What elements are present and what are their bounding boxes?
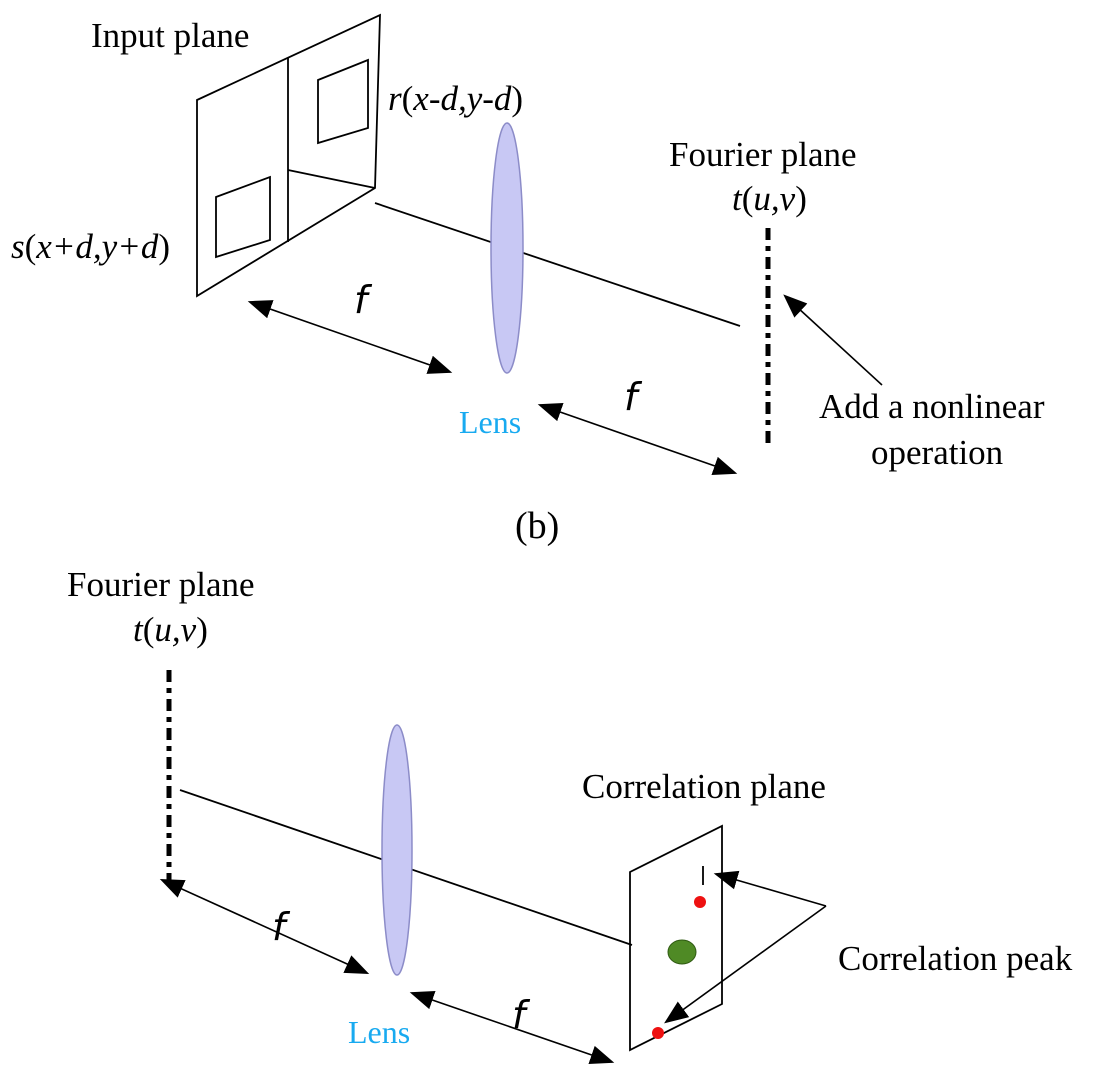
correlation-plane xyxy=(629,824,723,1052)
focal-arrow-c-2 xyxy=(409,990,615,1065)
fourier-plane-label-c: Fourier plane xyxy=(67,565,255,604)
t-func-args-c: u,v xyxy=(154,610,196,649)
correlation-center-spot xyxy=(667,939,697,965)
focal-label-c-2: f xyxy=(512,993,531,1037)
r-func-args: x-d,y-d xyxy=(412,79,512,118)
r-func-symbol: r xyxy=(388,79,402,118)
correlation-peak-pointer-upper xyxy=(713,870,827,907)
t-function-label-c: t(u,v) xyxy=(133,610,208,649)
correlation-peak-pointer-lower xyxy=(664,905,827,1024)
correlation-peak-upper xyxy=(694,896,706,908)
lens-c xyxy=(381,724,413,976)
s-func-args: x+d,y+d xyxy=(35,227,159,266)
focal-arrow-b-2 xyxy=(537,403,738,475)
reference-image-r xyxy=(317,58,369,145)
focal-label-b-1: f xyxy=(354,278,373,322)
t-function-label-b: t(u,v) xyxy=(732,179,807,218)
input-plane xyxy=(196,13,381,298)
focal-label-b-2: f xyxy=(624,375,643,419)
nonlinear-label-line1: Add a nonlinear xyxy=(819,387,1045,426)
correlation-peak-lower xyxy=(652,1027,664,1039)
focal-arrow-b-1 xyxy=(247,300,453,374)
panel-b: Input plane r(x-d,y-d) s(x+d,y+d) f f Le… xyxy=(11,13,1045,547)
fourier-plane-label-b: Fourier plane xyxy=(669,135,857,174)
t-func-symbol-c: t xyxy=(133,610,144,649)
correlation-peak-label: Correlation peak xyxy=(838,939,1073,978)
lens-label-b: Lens xyxy=(459,404,521,440)
t-func-symbol-b: t xyxy=(732,179,743,218)
nonlinear-label-line2: operation xyxy=(871,433,1003,472)
focal-arrow-c-1 xyxy=(159,879,370,974)
t-func-args-b: u,v xyxy=(753,179,795,218)
optical-axis-b xyxy=(374,202,741,327)
input-plane-label: Input plane xyxy=(91,16,249,55)
input-plane-fold-edge xyxy=(287,169,376,189)
s-function-label: s(x+d,y+d) xyxy=(11,227,170,266)
lens-label-c: Lens xyxy=(348,1014,410,1050)
r-function-label: r(x-d,y-d) xyxy=(388,79,523,118)
panel-caption-b: (b) xyxy=(515,505,559,547)
panel-c: Fourier plane t(u,v) f f Lens Correlatio… xyxy=(67,565,1073,1065)
scene-image-s xyxy=(215,175,271,259)
correlation-plane-label: Correlation plane xyxy=(582,767,826,806)
lens-b xyxy=(490,122,524,374)
focal-label-c-1: f xyxy=(272,905,291,949)
s-func-symbol: s xyxy=(11,227,25,266)
nonlinear-pointer-arrow xyxy=(783,294,883,386)
